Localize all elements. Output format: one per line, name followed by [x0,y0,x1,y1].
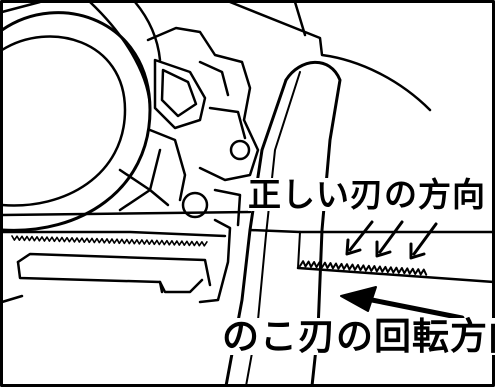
base-plate [0,210,252,304]
blade-teeth-left [11,235,208,247]
motor-housing [0,0,162,232]
upper-housing-edge [228,0,432,112]
correct-blade-direction-label: 正しい刃の方向 [248,175,486,214]
arrow-left-icon [340,286,465,321]
arrow-down-left-icon [345,220,438,260]
blade-teeth-right [299,260,428,276]
blade-rotation-direction-label: のこ刃の回転方向 [222,318,495,355]
gearbox-mechanism [118,26,260,227]
saw-blade [248,228,495,284]
